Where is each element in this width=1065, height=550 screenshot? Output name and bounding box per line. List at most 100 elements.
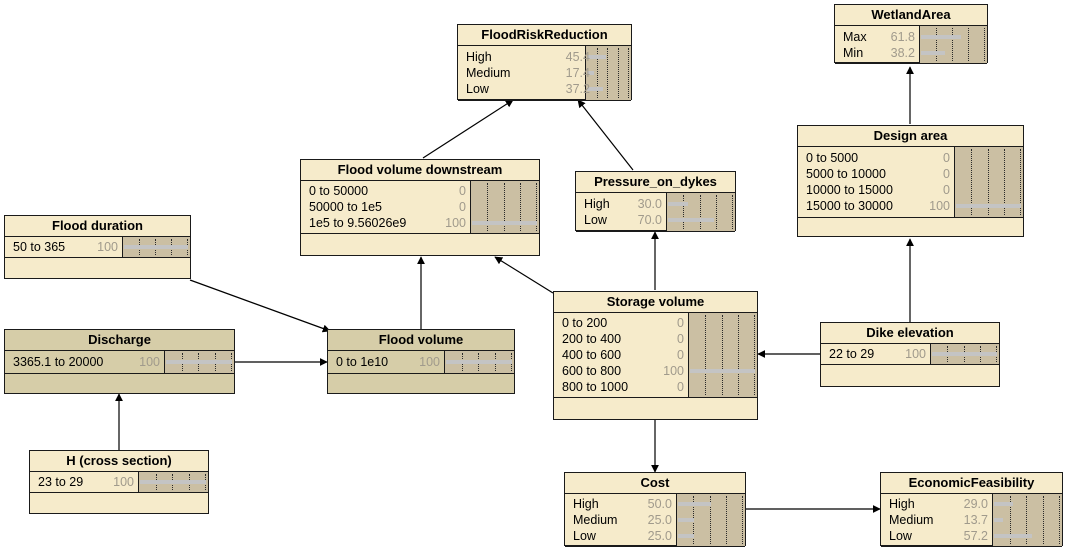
state-label: 0 to 5000 <box>806 151 859 165</box>
node-title: WetlandArea <box>835 5 987 26</box>
bar-grid-tick <box>617 48 619 98</box>
state-value: 25.0 <box>647 529 672 543</box>
belief-bar <box>994 502 1014 506</box>
state-label: 800 to 1000 <box>562 380 629 394</box>
state-value: 100 <box>139 355 160 369</box>
belief-bar <box>994 534 1032 538</box>
belief-bar <box>690 369 755 373</box>
state-label: 0 to 50000 <box>309 184 369 198</box>
belief-bar <box>678 534 695 538</box>
state-value: 13.7 <box>963 513 988 527</box>
belief-bar-panel <box>470 181 539 233</box>
node-title: Flood duration <box>5 216 190 237</box>
state-label: Low <box>584 213 607 227</box>
state-value: 25.0 <box>647 513 672 527</box>
state-value: 0 <box>943 167 950 181</box>
state-row[interactable]: 0 to 50000 0 <box>301 183 539 199</box>
state-value: 0 <box>677 380 684 394</box>
edge-fvd-to-floodrisk <box>422 99 514 159</box>
state-label: 50 to 365 <box>13 240 66 254</box>
state-value: 70.0 <box>637 213 662 227</box>
bar-grid-tick <box>1009 496 1011 544</box>
state-value: 30.0 <box>637 197 662 211</box>
belief-bar <box>124 245 188 249</box>
bar-grid-tick <box>487 183 489 231</box>
bar-grid-tick <box>732 195 733 229</box>
belief-bar-panel <box>954 147 1023 217</box>
bar-grid-tick <box>683 195 685 229</box>
belief-bar-panel <box>666 193 735 231</box>
state-row[interactable]: 800 to 1000 0 <box>554 379 757 395</box>
bar-grid-tick <box>705 315 707 395</box>
bar-grid-tick <box>628 48 629 98</box>
state-value: 0 <box>677 316 684 330</box>
state-value: 0 <box>459 184 466 198</box>
state-label: Low <box>466 82 489 96</box>
belief-bar-panel <box>138 472 208 492</box>
belief-bar <box>587 55 607 59</box>
bar-grid-tick <box>971 149 973 215</box>
belief-bar <box>668 218 714 222</box>
state-label: Min <box>843 45 864 60</box>
bar-grid-tick <box>596 48 598 98</box>
belief-bar-panel <box>919 26 987 63</box>
bar-grid-tick <box>709 496 711 544</box>
node-title: EconomicFeasibility <box>881 473 1062 494</box>
belief-bar-panel <box>992 494 1062 546</box>
node-title: Discharge <box>5 330 234 351</box>
state-value: 0 <box>677 348 684 362</box>
state-row[interactable]: Low 70.0 <box>576 212 735 228</box>
node-title: H (cross section) <box>30 451 208 472</box>
state-value: 0 <box>459 200 466 214</box>
state-label: 1e5 to 9.56026e9 <box>309 216 407 230</box>
belief-bar-panel <box>444 351 514 373</box>
belief-bar-panel <box>585 46 631 100</box>
bar-grid-tick <box>1059 496 1060 544</box>
